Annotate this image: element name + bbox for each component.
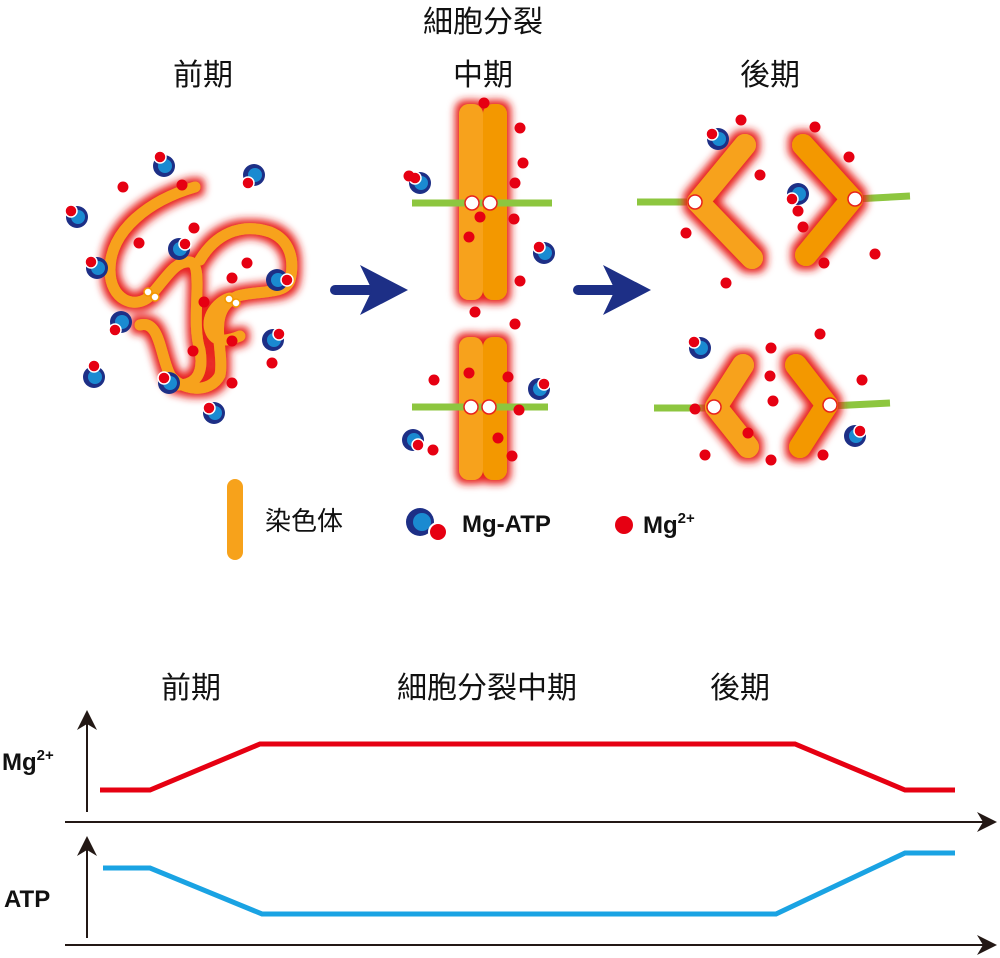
mg-ion-icon — [514, 122, 526, 134]
mg-ion-icon — [502, 371, 514, 383]
mg-ion-icon — [64, 204, 78, 218]
mg-ion-icon — [843, 151, 855, 163]
mg-ion-icon — [705, 127, 719, 141]
mg-ion-icon — [506, 450, 518, 462]
mg-atp-icon — [88, 370, 102, 384]
mg-ion-icon — [198, 296, 210, 308]
mg-ion-icon — [797, 221, 809, 233]
mg-ion-icon — [226, 335, 238, 347]
mg-ion-icon — [176, 179, 188, 191]
mg-ion-icon — [474, 211, 486, 223]
mg-ion-icon — [133, 237, 145, 249]
mg-ion-icon — [532, 240, 546, 254]
mg-ion-icon — [427, 444, 439, 456]
legend-mg-atp-label: Mg-ATP — [462, 511, 551, 538]
mg-ion-icon — [856, 374, 868, 386]
prophase-centromeres — [143, 287, 241, 308]
mg-ion-icon — [720, 277, 732, 289]
mg-ion-icon — [765, 342, 777, 354]
mg-ion-icon — [188, 222, 200, 234]
mg-ion-icon — [469, 306, 481, 318]
mg-ion-icon — [754, 169, 766, 181]
mg-ion-icon — [153, 150, 167, 164]
mg-ion-icon — [508, 213, 520, 225]
progress-arrow-2 — [573, 265, 651, 315]
graph-phase-anaphase: 後期 — [710, 671, 770, 706]
mg-ion-icon — [764, 370, 776, 382]
mg-ion-icon — [87, 359, 101, 373]
legend-mg-icon — [615, 516, 633, 534]
mg-ion-icon — [809, 121, 821, 133]
metaphase-chromosome-top — [412, 104, 552, 300]
mg-ion-icon — [735, 114, 747, 126]
mg-ion-icon — [241, 176, 255, 190]
legend: 染色体 Mg-ATP Mg2+ — [227, 479, 695, 560]
mg-ion-icon — [689, 403, 701, 415]
mg-ion-icon — [513, 404, 525, 416]
mg-ion-icon — [428, 374, 440, 386]
progress-arrow-1 — [330, 265, 408, 315]
mg-ion-icon — [517, 157, 529, 169]
mg-ion-icon — [742, 427, 754, 439]
graph-phase-metaphase: 細胞分裂中期 — [397, 671, 577, 706]
prophase-chromosomes — [104, 181, 298, 394]
mg-ion-icon — [84, 255, 98, 269]
mg-atp-molecules — [64, 127, 867, 452]
mg-ion-icon — [202, 401, 216, 415]
atp-trend-line — [103, 850, 955, 917]
graph-phase-prophase: 前期 — [161, 671, 221, 706]
stage-label-anaphase: 後期 — [740, 58, 800, 93]
mg-trend-line — [100, 741, 955, 793]
mg-ion-icon — [411, 438, 425, 452]
mg-ion-icon — [765, 454, 777, 466]
mg-ion-icon — [509, 177, 521, 189]
mg-ion-icon — [157, 371, 171, 385]
legend-mg-label: Mg2+ — [643, 510, 695, 539]
mg-ion-icon — [699, 449, 711, 461]
mg-ion-icon — [767, 395, 779, 407]
mg-ion-icon — [178, 237, 192, 251]
mg-ion-icon — [814, 328, 826, 340]
trend-graph: 前期 細胞分裂中期 後期 Mg2+ ATP — [2, 671, 997, 955]
mg-ion-icon — [117, 181, 129, 193]
mg-ion-icon — [478, 97, 490, 109]
legend-mg-atp-icon — [406, 508, 448, 542]
mg-ion-icon — [869, 248, 881, 260]
mg-ion-icon — [241, 257, 253, 269]
mg-ion-icon — [272, 327, 286, 341]
stage-label-prophase: 前期 — [173, 58, 233, 93]
mg-ion-icon — [266, 357, 278, 369]
mg-ion-icon — [108, 323, 122, 337]
mg-ion-icon — [463, 231, 475, 243]
mg-ion-icon — [537, 377, 551, 391]
mg-ion-icon — [463, 367, 475, 379]
anaphase-chromosomes — [637, 134, 911, 458]
mg-ion-icon — [785, 192, 799, 206]
mg-ion-icon — [280, 273, 294, 287]
mg-ion-icon — [853, 424, 867, 438]
mg-ion-icon — [687, 335, 701, 349]
mg-ion-icon — [509, 318, 521, 330]
mg-ion-icon — [226, 377, 238, 389]
mg-ion-icon — [680, 227, 692, 239]
mg-ion-icon — [226, 272, 238, 284]
mg-ion-icon — [817, 449, 829, 461]
mg-ions — [117, 97, 881, 466]
mg-axis-label: Mg2+ — [2, 747, 54, 776]
mg-ion-icon — [818, 257, 830, 269]
mg-ion-icon — [403, 170, 415, 182]
atp-axis-label: ATP — [4, 886, 50, 913]
mg-ion-icon — [792, 205, 804, 217]
legend-chromosome-label: 染色体 — [265, 507, 343, 537]
mg-ion-icon — [492, 432, 504, 444]
mg-ion-icon — [514, 275, 526, 287]
diagram-title: 細胞分裂 — [423, 5, 543, 40]
mg-ion-icon — [187, 345, 199, 357]
metaphase-chromosome-bottom — [412, 337, 548, 480]
stage-label-metaphase: 中期 — [453, 58, 513, 93]
